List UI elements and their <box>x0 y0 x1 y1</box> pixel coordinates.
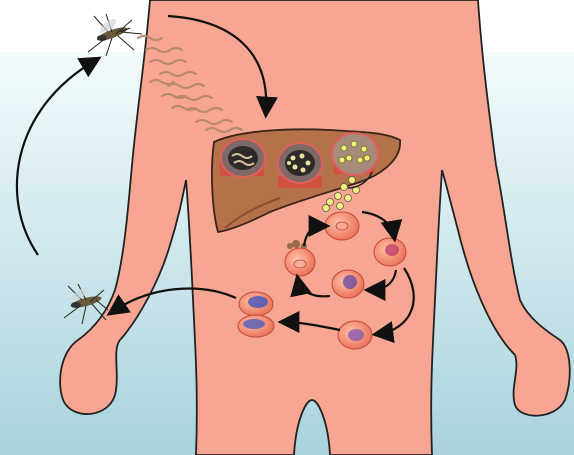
merozoite-release-icon <box>332 133 378 175</box>
schizont-icon <box>278 143 322 188</box>
hepatocyte-icon <box>220 139 265 177</box>
